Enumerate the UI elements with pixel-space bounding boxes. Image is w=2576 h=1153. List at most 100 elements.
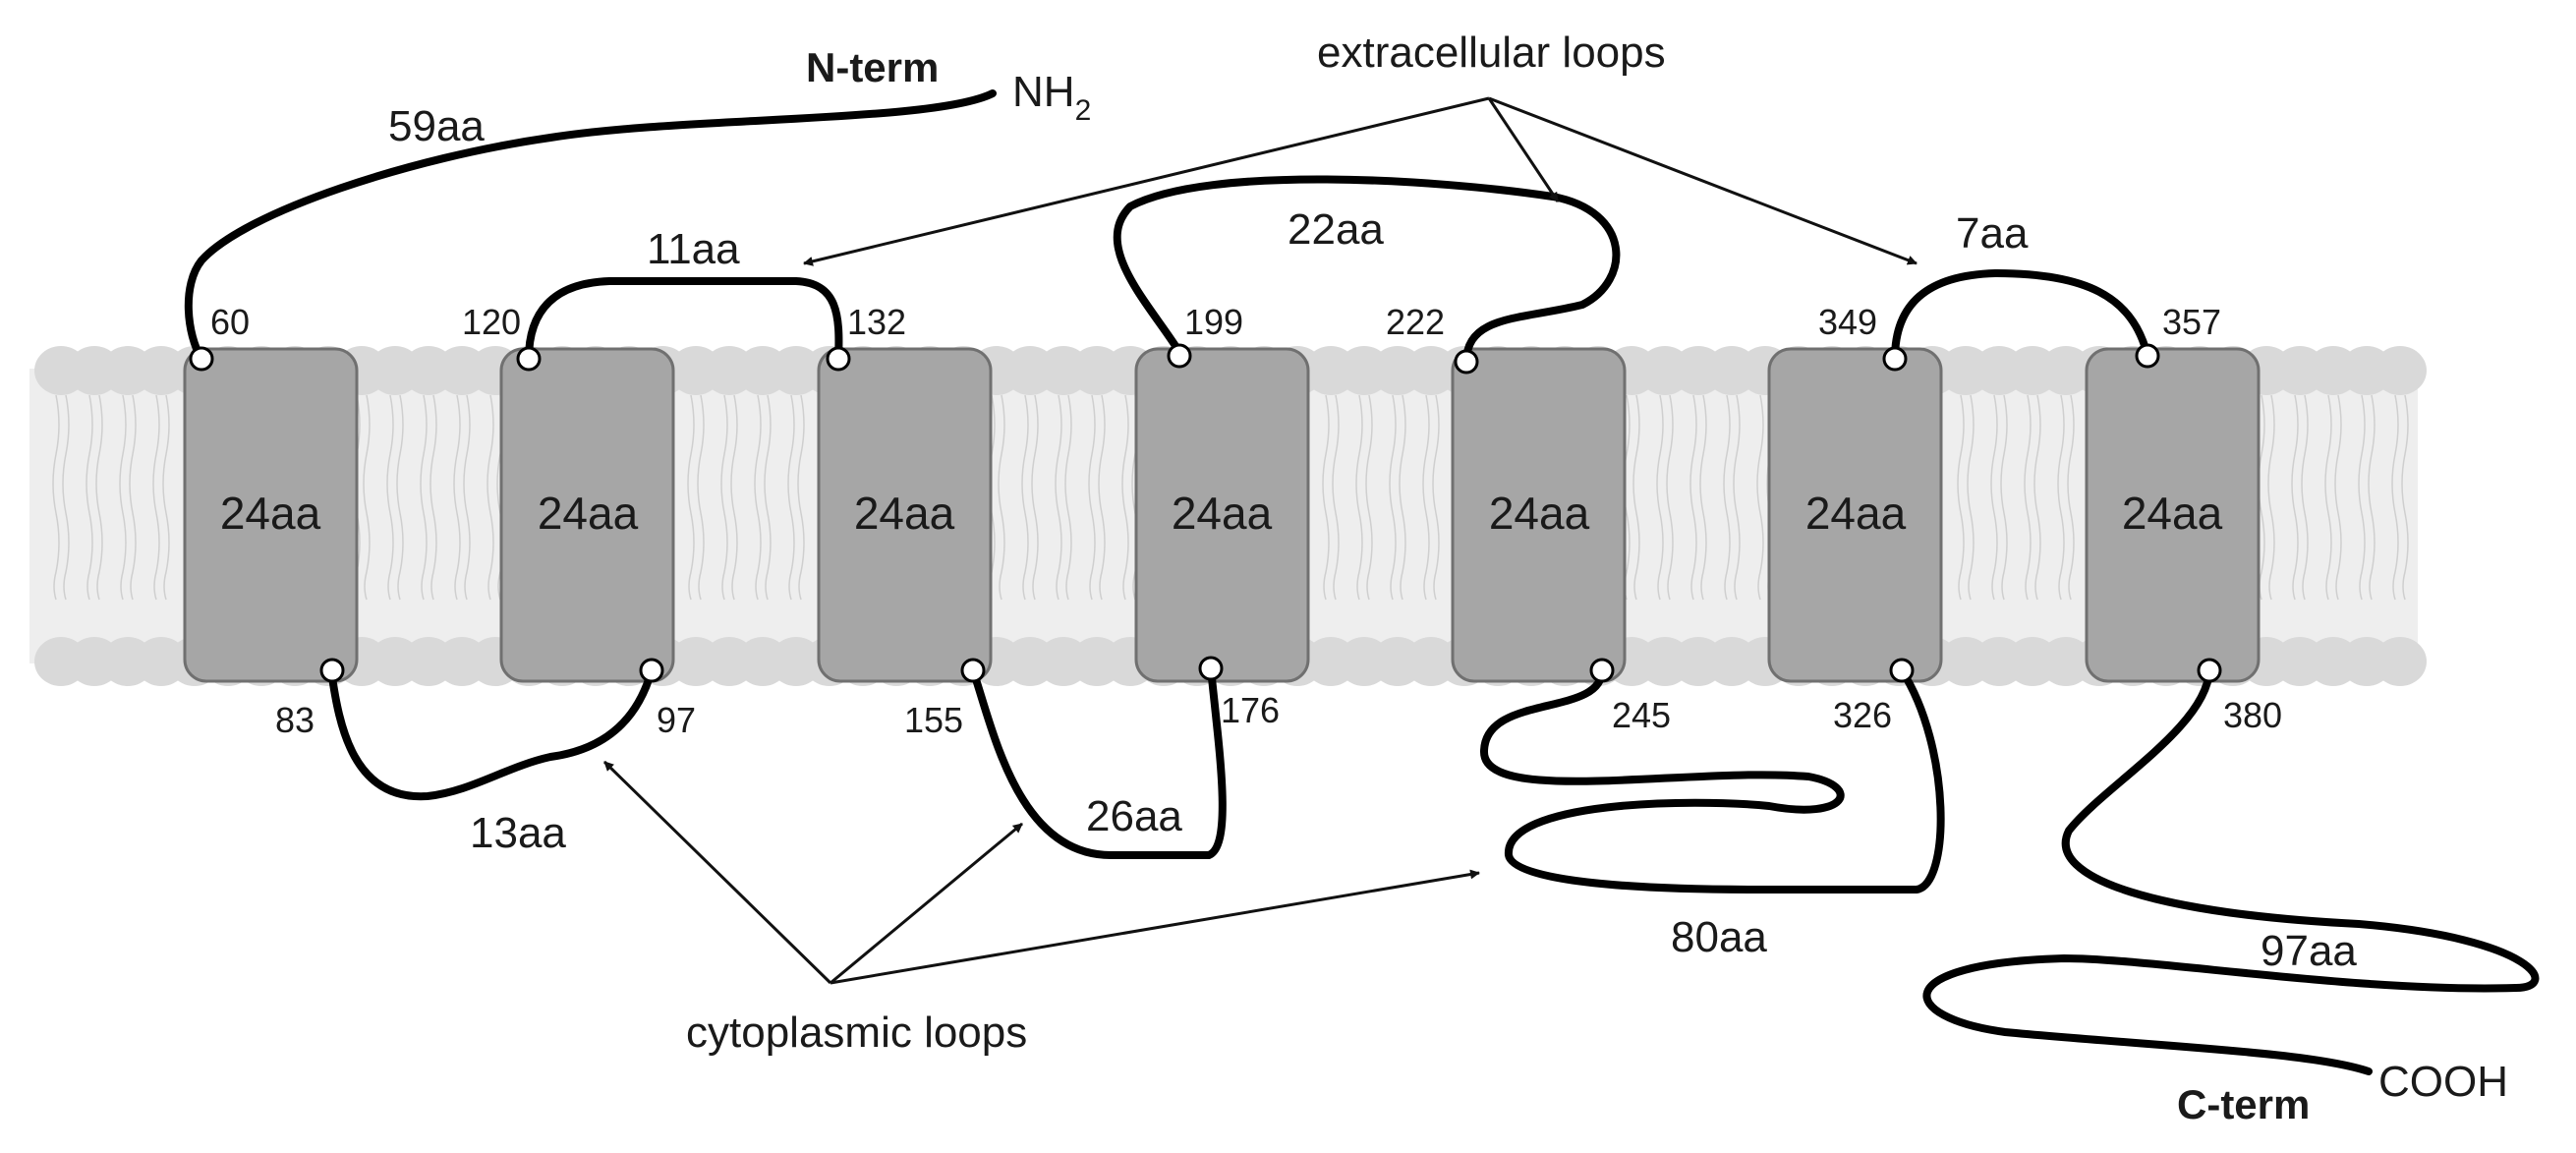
lipid-tail (119, 394, 127, 601)
n-terminus: N-term NH2 (806, 44, 1091, 127)
residue-marker (516, 346, 542, 372)
polypeptide-chain (184, 89, 2540, 1075)
residue-marker (1889, 658, 1915, 683)
lipid-tail (1756, 394, 1764, 601)
lipid-tail (62, 394, 70, 601)
lipid-tail (1389, 394, 1397, 601)
lipid-tail (2334, 394, 2342, 601)
lipid-tail (2324, 394, 2332, 601)
cytoplasmic-annotation: cytoplasmic loops (602, 760, 1480, 1057)
lipid-tail (363, 394, 371, 601)
helix-7 (2085, 347, 2261, 683)
lipid-tail (487, 394, 494, 601)
lipid-tail (1055, 394, 1062, 601)
lipid-tail (1689, 394, 1697, 601)
n-term-group-subscript: 2 (1075, 94, 1092, 127)
lipid-tail (1632, 394, 1640, 601)
lipid-tail (129, 394, 137, 601)
lipid-tail (95, 394, 103, 601)
residue-markers (189, 343, 2222, 683)
lipid-tail (2301, 394, 2309, 601)
lipid-tail (1031, 394, 1039, 601)
extracellular-loops-label: extracellular loops (1317, 29, 1666, 77)
icl2-length: 26aa (1086, 792, 1182, 840)
residue-numbers: 60 83 120 97 132 155 199 176 222 245 349… (210, 302, 2282, 740)
lipid-tail (2067, 394, 2075, 601)
ecl2-length: 22aa (1288, 205, 1384, 254)
arrow-to-icl2 (830, 822, 1023, 985)
helix-1-label: 24aa (220, 488, 321, 539)
lipid-tail (797, 394, 805, 601)
helix-6-label: 24aa (1805, 488, 1907, 539)
residue-number: 155 (904, 700, 963, 740)
lipid-tail (1666, 394, 1674, 601)
ecl3-loop (1891, 269, 2151, 363)
residue-number: 83 (275, 700, 315, 740)
c-term-label: C-term (2177, 1081, 2310, 1127)
residue-marker (189, 346, 214, 372)
lipid-tail (1355, 394, 1363, 601)
lipid-tail (1967, 394, 1975, 601)
c-terminal-tail (1922, 666, 2540, 1075)
lipid-tail (429, 394, 437, 601)
lipid-tail (1723, 394, 1731, 601)
helix-4 (1134, 347, 1310, 683)
residue-number: 97 (657, 700, 696, 740)
lipid-tail (1432, 394, 1440, 601)
arrow-to-icl1 (602, 760, 832, 985)
residue-number: 199 (1184, 302, 1243, 342)
lipid-tail (2391, 394, 2399, 601)
residue-number: 222 (1386, 302, 1445, 342)
n-term-group-main: NH (1012, 68, 1075, 116)
icl3-loop (1480, 666, 1945, 894)
c-tail-length: 97aa (2261, 927, 2357, 975)
residue-marker (2135, 343, 2160, 369)
lipid-tail (152, 394, 160, 601)
icl3-length: 80aa (1671, 913, 1767, 961)
residue-number: 120 (462, 302, 521, 342)
helix-5-label: 24aa (1489, 488, 1590, 539)
helix-6 (1767, 347, 1943, 683)
lipid-tail (2267, 394, 2275, 601)
lipid-tail (1332, 394, 1340, 601)
residue-number: 60 (210, 302, 250, 342)
lipid-tail (386, 394, 394, 601)
arrow-to-ecl1 (803, 96, 1490, 266)
lipid-head (2374, 637, 2427, 686)
lipid-tail (1322, 394, 1330, 601)
residue-marker (639, 658, 664, 683)
lipid-tail (754, 394, 762, 601)
lipid-tail (1699, 394, 1707, 601)
icl1-length: 13aa (470, 809, 566, 857)
cytoplasmic-loops-label: cytoplasmic loops (686, 1009, 1027, 1057)
lipid-tail (453, 394, 461, 601)
loop-labels: 59aa 11aa 22aa 7aa 13aa 26aa 80aa 97aa (388, 102, 2357, 975)
residue-marker (1198, 656, 1224, 681)
transmembrane-helices: 24aa 24aa 24aa 24aa 24aa 24aa 24aa (183, 347, 2261, 683)
icl1-loop (327, 666, 656, 801)
lipid-tail (2401, 394, 2409, 601)
helix-5 (1451, 347, 1627, 683)
residue-number: 380 (2223, 695, 2282, 735)
residue-marker (2197, 658, 2222, 683)
lipid-tail (1422, 394, 1430, 601)
n-terminal-tail (184, 89, 997, 363)
lipid-tail (396, 394, 404, 601)
residue-marker (1882, 346, 1908, 372)
lipid-tail (2000, 394, 2008, 601)
lipid-tail (1088, 394, 1096, 601)
lipid-tail (2033, 394, 2041, 601)
residue-marker (1589, 658, 1615, 683)
lipid-tail (1957, 394, 1965, 601)
residue-marker (826, 346, 851, 372)
ecl3-length: 7aa (1956, 209, 2029, 258)
lipid-tail (1064, 394, 1072, 601)
lipid-tail (1399, 394, 1406, 601)
residue-marker (960, 658, 986, 683)
n-term-group: NH2 (1012, 68, 1091, 127)
lipid-tail (1990, 394, 1998, 601)
lipid-tail (1656, 394, 1664, 601)
helix-3-label: 24aa (854, 488, 955, 539)
helix-1 (183, 347, 359, 683)
lipid-tail (52, 394, 60, 601)
